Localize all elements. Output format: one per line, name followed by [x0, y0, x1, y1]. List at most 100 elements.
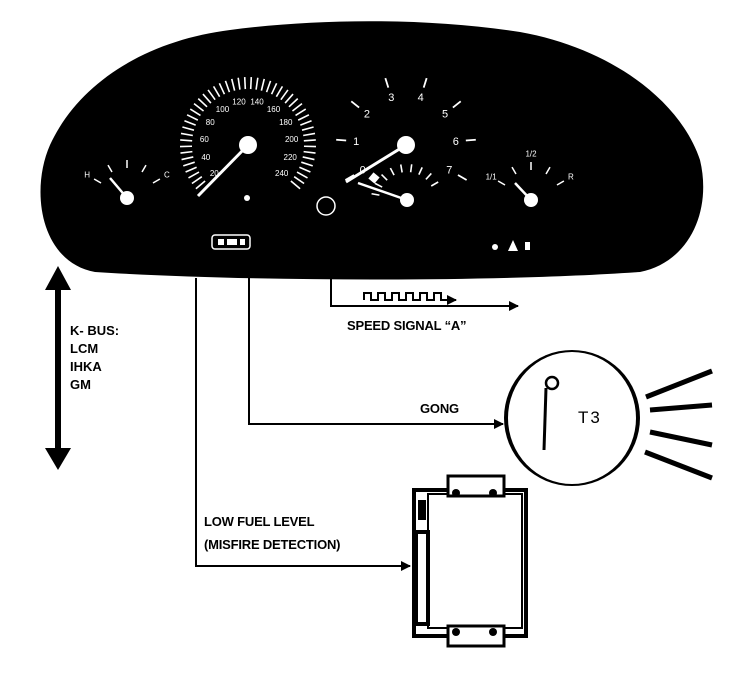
speedo-ticks-tick — [237, 77, 241, 90]
speedo-ticks-tick — [303, 139, 316, 142]
kbus-label-group: K- BUS: LCM IHKA GM — [70, 322, 119, 394]
tach-ticks-tick — [457, 174, 468, 181]
economy-hub — [400, 193, 414, 207]
speedo-ticks-tick — [182, 126, 195, 131]
speedo-ticks-tick — [293, 176, 305, 185]
speedo-ticks-tick — [303, 150, 316, 154]
kbus-heading: K- BUS: — [70, 323, 120, 338]
temperature-hub — [120, 191, 134, 205]
speedo-ticks-label: 120 — [232, 98, 246, 107]
speedo-ticks-tick — [288, 98, 299, 108]
kbus-item-gm: GM — [70, 377, 91, 392]
tach-ticks-tick — [465, 138, 476, 142]
speedo-ticks-tick — [299, 166, 311, 173]
tach-ticks-tick — [344, 174, 355, 181]
speedo-ticks-tick — [181, 156, 194, 161]
temp-ticks-tick — [152, 178, 161, 184]
speedo-ticks-tick — [230, 78, 236, 91]
gong-signal-line — [248, 278, 504, 429]
speedo-ticks-tick — [188, 171, 200, 179]
speedometer-needle — [196, 143, 250, 198]
economy-marker — [368, 172, 380, 184]
speedo-ticks-tick — [296, 171, 308, 179]
tachometer-hub — [397, 136, 415, 154]
econ-ticks-tick — [380, 173, 388, 181]
odometer-display — [211, 234, 251, 250]
fuel-ticks-tick — [545, 166, 551, 175]
sound-wave-icon — [644, 368, 713, 481]
speedo-ticks-label: 60 — [200, 135, 209, 144]
speedo-ticks-tick — [186, 114, 199, 121]
low-fuel-label: LOW FUEL LEVEL — [204, 514, 315, 529]
speedo-ticks-tick — [255, 77, 259, 90]
gong-label: GONG — [420, 401, 459, 416]
kbus-item-ihka: IHKA — [70, 359, 102, 374]
speedo-ticks-tick — [184, 120, 196, 126]
speedo-ticks-tick — [297, 114, 310, 121]
temp-ticks-label: C — [164, 171, 170, 180]
speedo-ticks-tick — [183, 161, 195, 167]
econ-ticks-tick — [389, 167, 395, 176]
speedo-ticks-tick — [180, 132, 193, 137]
tachometer-needle — [345, 143, 407, 184]
speedo-ticks-label: 140 — [250, 98, 264, 107]
fuel-ticks-tick — [511, 166, 517, 175]
speedo-ticks-tick — [197, 98, 208, 108]
speedo-ticks-label: 160 — [267, 105, 281, 114]
speedo-ticks-tick — [212, 85, 221, 98]
speedo-ticks-tick — [249, 77, 253, 90]
speedo-ticks-label: 100 — [216, 105, 230, 114]
speedo-ticks-tick — [180, 150, 193, 154]
speedo-ticks-tick — [207, 89, 216, 101]
speedo-ticks-tick — [300, 120, 312, 126]
speedo-ticks-label: 180 — [279, 118, 293, 127]
speed-signal-label: SPEED SIGNAL “A” — [347, 318, 467, 333]
speedo-ticks-tick — [270, 82, 278, 95]
speedo-ticks-tick — [243, 77, 247, 90]
tach-ticks-label: 1 — [353, 136, 359, 148]
fuel-ticks-label: 1/1 — [486, 173, 498, 182]
indicator-lamps — [492, 240, 530, 251]
speedo-ticks-tick — [275, 85, 284, 98]
speedometer-knob — [244, 195, 250, 201]
speedo-ticks-tick — [295, 108, 307, 117]
econ-ticks-tick — [425, 172, 432, 180]
fuel-ticks-label: R — [568, 173, 574, 182]
speedo-ticks-tick — [301, 161, 313, 167]
speedo-ticks-tick — [195, 180, 206, 190]
speedo-ticks-tick — [218, 82, 226, 95]
tach-ticks-label: 7 — [446, 165, 452, 177]
econ-ticks-tick — [409, 164, 413, 173]
tach-ticks-label: 6 — [453, 136, 459, 148]
tach-ticks-label: 4 — [418, 92, 424, 104]
speedo-ticks-label: 220 — [284, 153, 298, 162]
instrument-cluster — [40, 21, 704, 280]
reset-knob — [316, 196, 336, 216]
tach-ticks-label: 2 — [364, 108, 370, 120]
speedo-ticks-tick — [265, 80, 272, 93]
speedo-ticks-tick — [191, 176, 203, 185]
speedo-ticks-label: 240 — [275, 169, 289, 178]
speedo-ticks-label: 20 — [210, 169, 219, 178]
fuel-ticks-tick — [497, 180, 506, 186]
tach-ticks-tick — [452, 100, 462, 109]
econ-ticks-tick — [371, 192, 380, 196]
speedo-ticks-tick — [260, 78, 266, 91]
speedo-ticks-tick — [303, 132, 316, 137]
speedo-ticks-label: 80 — [206, 118, 215, 127]
speedo-ticks-label: 40 — [201, 153, 210, 162]
tach-ticks-tick — [350, 100, 360, 109]
econ-ticks-tick — [418, 167, 423, 175]
speedo-ticks-tick — [284, 93, 294, 104]
tach-ticks-label: 3 — [388, 92, 394, 104]
speedo-ticks-tick — [302, 156, 315, 161]
speedo-ticks-tick — [290, 180, 301, 190]
gong-hammer-icon — [542, 387, 548, 451]
economy-needle — [357, 181, 408, 202]
low-fuel-signal-line — [195, 278, 411, 571]
econ-ticks-tick — [430, 181, 439, 187]
speedometer-hub — [239, 136, 257, 154]
tach-ticks-tick — [384, 77, 390, 88]
